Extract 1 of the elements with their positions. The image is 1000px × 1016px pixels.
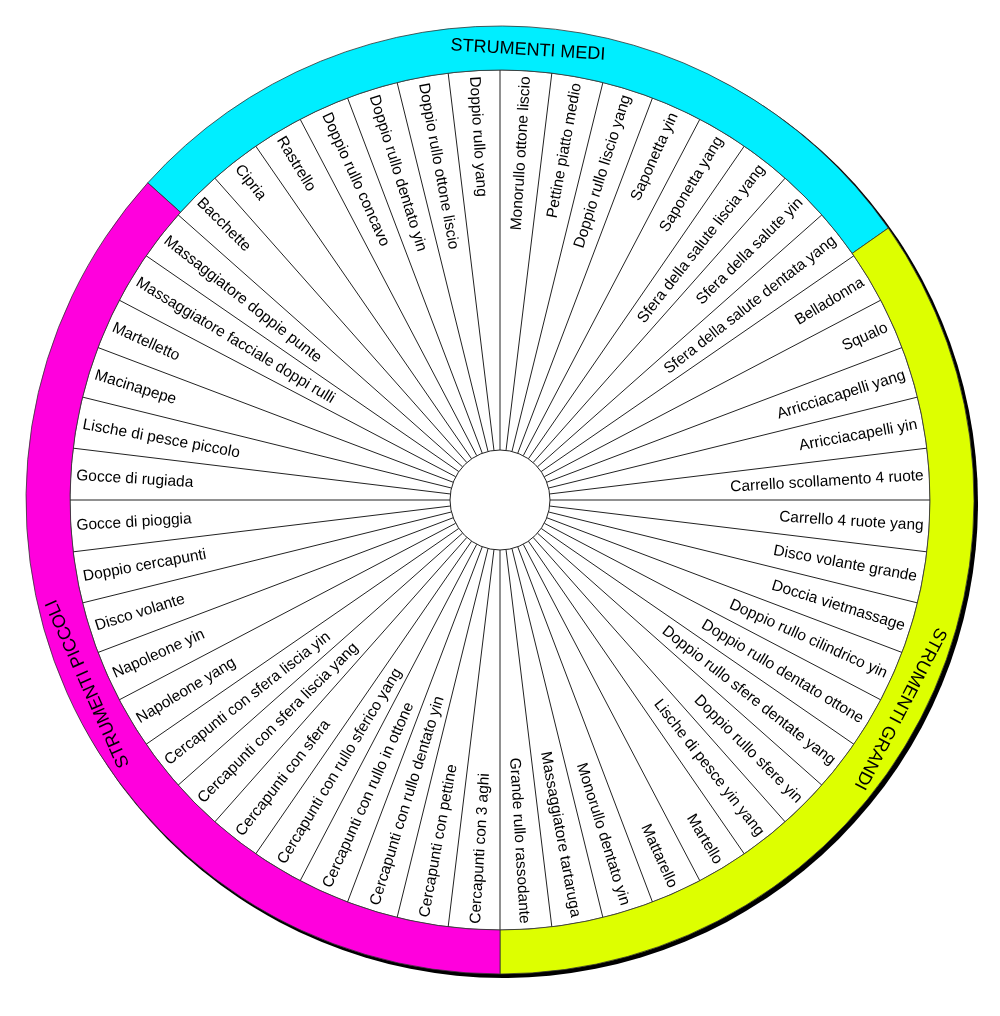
band-title: STRUMENTI MEDI: [448, 33, 607, 66]
